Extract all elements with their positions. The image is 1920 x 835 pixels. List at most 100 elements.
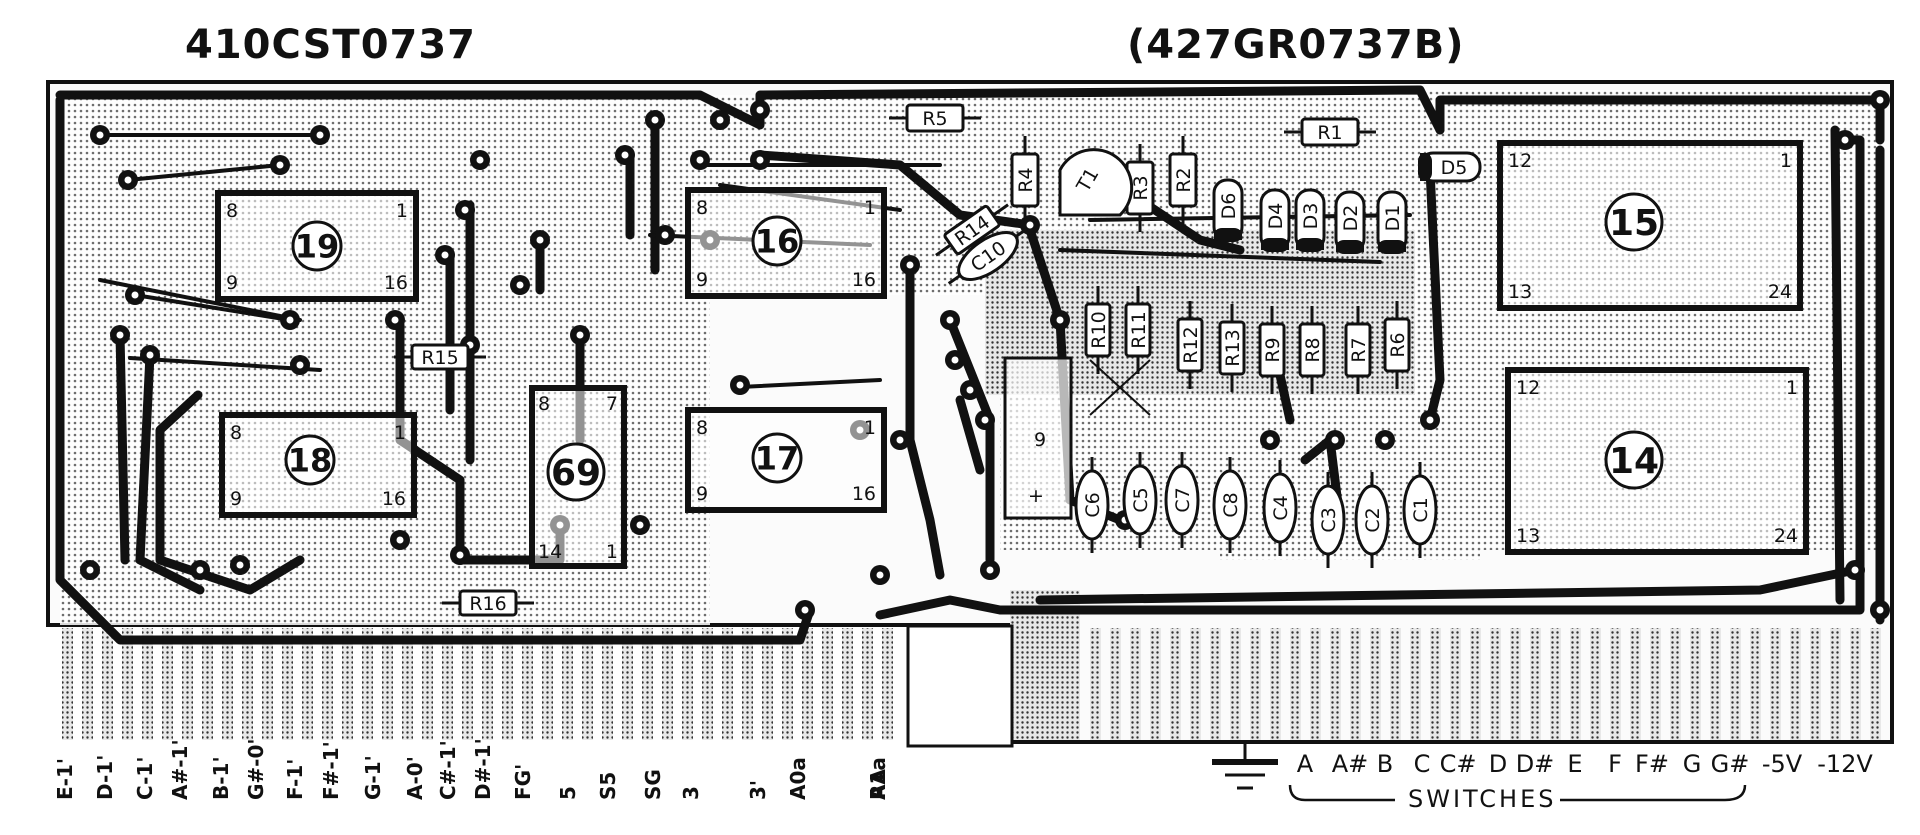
edge-finger <box>1750 628 1761 740</box>
pad-hole <box>124 176 132 184</box>
pad-hole <box>476 156 484 164</box>
diode-d4: D4 <box>1259 188 1291 252</box>
pad-hole <box>986 566 994 574</box>
diode-label: D3 <box>1300 203 1322 230</box>
switch-key-label: C <box>1414 750 1431 778</box>
edge-finger <box>1210 628 1221 740</box>
resistor-label: R2 <box>1173 167 1195 192</box>
edge-finger <box>1470 628 1481 740</box>
pad-hole <box>441 251 449 259</box>
edge-finger <box>1110 628 1121 740</box>
resistor-label: R16 <box>469 593 506 615</box>
ic-pin-label: 1 <box>396 200 408 222</box>
edge-finger <box>1590 628 1601 740</box>
capacitor-c8: C8 <box>1212 457 1248 553</box>
ic-number: 14 <box>1609 441 1659 482</box>
edge-finger <box>862 628 873 740</box>
capacitor-label: C7 <box>1172 487 1194 512</box>
pad-hole <box>131 291 139 299</box>
edge-finger <box>482 628 493 740</box>
edge-finger <box>1430 628 1441 740</box>
ic-number: 17 <box>755 440 800 478</box>
ic-pin-label: 9 <box>230 488 242 510</box>
edge-finger <box>302 628 313 740</box>
pad-hole <box>1841 136 1849 144</box>
pad-hole <box>736 381 744 389</box>
pad-hole <box>981 416 989 424</box>
diode-label: D2 <box>1340 205 1362 232</box>
ic-pin-label: 7 <box>606 393 618 415</box>
edge-finger <box>782 628 793 740</box>
capacitor-c7: C7 <box>1164 452 1200 548</box>
edge-connector-fingers <box>62 628 1881 740</box>
edge-finger <box>1830 628 1841 740</box>
diode-d2: D2 <box>1334 190 1366 254</box>
capacitor-label: C1 <box>1410 497 1432 522</box>
edge-finger <box>642 628 653 740</box>
capacitor-9: 9+ <box>1003 356 1151 520</box>
pad-hole <box>86 566 94 574</box>
pad-hole <box>946 316 954 324</box>
capacitor-c2: C2 <box>1354 472 1390 568</box>
capacitor-9-label: 9 <box>1034 429 1046 451</box>
edge-pin-label: B-1' <box>209 756 233 800</box>
edge-finger <box>1350 628 1361 740</box>
pad-hole <box>876 571 884 579</box>
board-code-left: 410CST0737 <box>185 22 477 68</box>
ic-pin-label: 13 <box>1508 281 1532 303</box>
edge-finger <box>202 628 213 740</box>
edge-pin-label: 3' <box>746 780 770 800</box>
edge-finger <box>242 628 253 740</box>
pad-hole <box>316 131 324 139</box>
pad-hole <box>576 331 584 339</box>
ic-pin-label: 1 <box>1786 377 1798 399</box>
pad-hole <box>96 131 104 139</box>
board-slot <box>906 624 1014 748</box>
edge-finger <box>1650 628 1661 740</box>
edge-pin-label: FG' <box>511 764 535 800</box>
ic-pin-label: 16 <box>852 269 876 291</box>
switch-key-label: F# <box>1635 750 1669 778</box>
diode-d6: D6 <box>1212 178 1244 242</box>
edge-finger <box>1310 628 1321 740</box>
ic-number: 18 <box>288 442 333 480</box>
pad-hole <box>286 316 294 324</box>
resistor-r11: R11 <box>1124 286 1152 374</box>
switch-key-label: F <box>1608 750 1622 778</box>
edge-pin-label: G-1' <box>361 755 385 800</box>
ic-pin-label: 1 <box>606 541 618 563</box>
pad-hole <box>716 116 724 124</box>
edge-finger <box>502 628 513 740</box>
edge-finger <box>822 628 833 740</box>
edge-finger <box>62 628 73 740</box>
edge-pin-label: D-1' <box>93 755 117 800</box>
pad-hole <box>661 231 669 239</box>
edge-finger <box>1270 628 1281 740</box>
edge-finger <box>162 628 173 740</box>
ic-body <box>219 412 417 518</box>
ic-pin-label: 12 <box>1516 377 1540 399</box>
ic-number-circle <box>751 432 803 484</box>
edge-finger <box>1090 628 1101 740</box>
resistor-r15: R15 <box>394 343 486 371</box>
capacitor-c6: C6 <box>1074 457 1110 553</box>
capacitor-c4: C4 <box>1262 460 1298 556</box>
ic-pin-label: 24 <box>1768 281 1792 303</box>
pad-hole <box>1056 316 1064 324</box>
edge-finger <box>1870 628 1881 740</box>
edge-finger <box>442 628 453 740</box>
resistor-label: R11 <box>1128 311 1150 348</box>
capacitor-c1: C1 <box>1402 462 1438 558</box>
edge-pin-label: F#-1' <box>319 741 343 800</box>
ic-pin-label: 16 <box>852 483 876 505</box>
edge-finger <box>122 628 133 740</box>
ic-pin-label: 8 <box>538 393 550 415</box>
ic-number-circle <box>751 215 803 267</box>
resistor-r1: R1 <box>1284 117 1376 147</box>
edge-pin-label: E-1' <box>53 758 77 800</box>
resistor-r5: R5 <box>889 103 981 133</box>
pad-hole <box>146 351 154 359</box>
solder-pads <box>80 90 1890 620</box>
edge-finger <box>1150 628 1161 740</box>
